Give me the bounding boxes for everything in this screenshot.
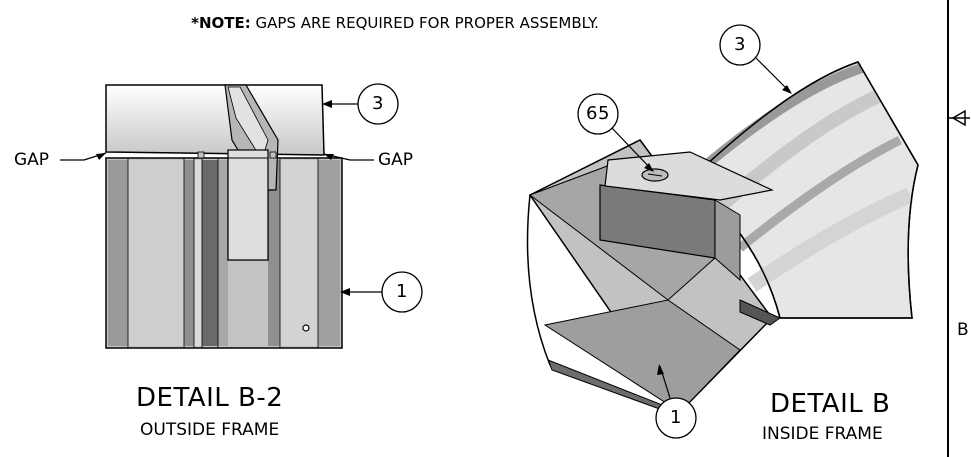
channel-left-face [128, 160, 184, 346]
leader-3-b [755, 57, 791, 93]
gap-label-left: GAP [14, 150, 50, 170]
gap-label-right: GAP [378, 150, 414, 170]
channel-right-band [318, 160, 340, 346]
channel-rib-r1 [268, 160, 280, 346]
callout-circle-3-b [719, 24, 761, 66]
detail-b-subtitle: INSIDE FRAME [762, 424, 883, 444]
channel-b-lower [543, 299, 741, 413]
rail-band-4 [747, 187, 914, 292]
channel-hole [302, 324, 310, 332]
detail-b-title: DETAIL B [770, 389, 891, 419]
detail-b2-view [60, 83, 423, 349]
callout-circle-65 [577, 93, 619, 135]
callout-label-3-b2: 3 [372, 93, 384, 114]
callout-label-65: 65 [586, 103, 610, 124]
zone-arrow [951, 109, 966, 127]
channel-right-face [280, 160, 318, 346]
assembly-note: *NOTE: GAPS ARE REQUIRED FOR PROPER ASSE… [170, 14, 620, 33]
note-text: GAPS ARE REQUIRED FOR PROPER ASSEMBLY. [255, 14, 599, 32]
detail-b2-subtitle: OUTSIDE FRAME [140, 420, 280, 440]
channel-rib-right [218, 160, 228, 346]
detail-b2-title: DETAIL B-2 [136, 383, 284, 413]
flange-tongue [227, 149, 269, 261]
rail-band-3 [737, 135, 903, 252]
rail-band-1 [696, 63, 864, 174]
callout-circle-1-b [655, 397, 697, 439]
flange-body [105, 84, 325, 156]
note-prefix: *NOTE: [191, 14, 251, 32]
channel-rib-mid [194, 160, 202, 346]
channel-rib-dark [202, 160, 218, 346]
zone-letter: B [957, 320, 969, 340]
callout-label-3-b: 3 [734, 34, 746, 55]
channel-left-band [108, 160, 128, 346]
detail-b-view [526, 24, 919, 439]
callout-label-1-b2: 1 [396, 281, 408, 302]
channel-rib-left [184, 160, 194, 346]
callout-label-1-b: 1 [670, 407, 682, 428]
leader-65 [611, 127, 653, 171]
